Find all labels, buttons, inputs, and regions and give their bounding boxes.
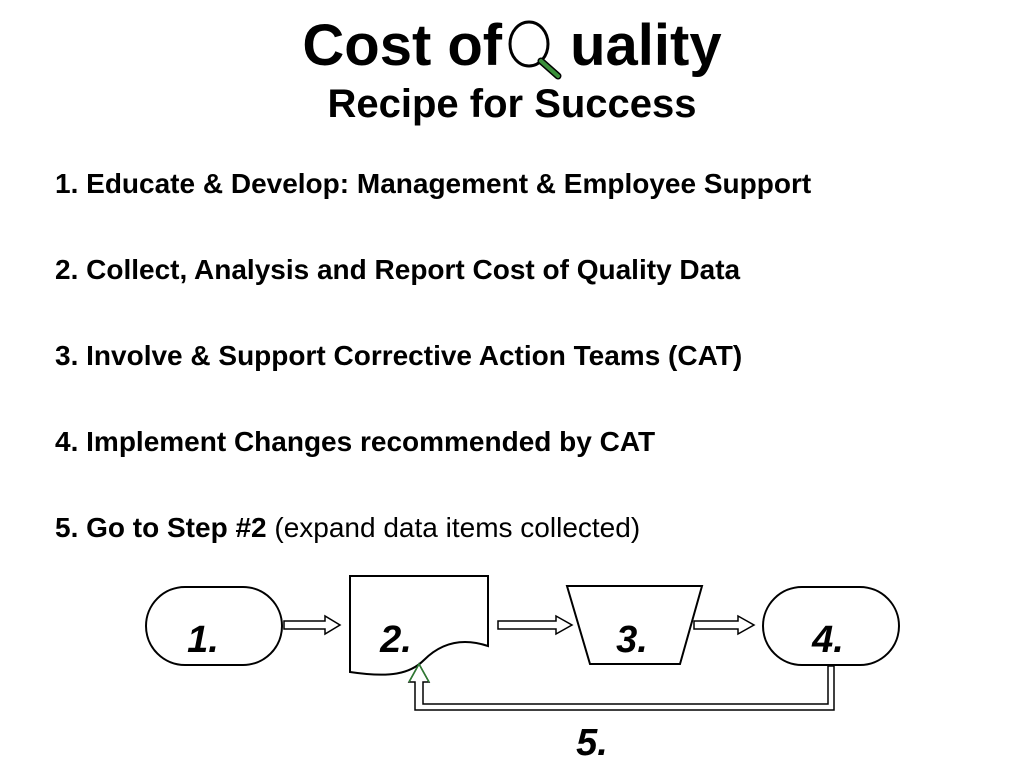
step-number: 4.: [55, 426, 79, 457]
flow-diagram: 1. 2. 3. 4. 5.: [145, 575, 900, 764]
node-1-shape: [145, 586, 283, 666]
node-3-shape: [565, 585, 704, 665]
page-subtitle: Recipe for Success: [327, 82, 697, 126]
node-3-label: 3.: [616, 619, 648, 661]
step-number: 2.: [55, 254, 79, 285]
magnifier-icon: [508, 20, 562, 80]
node-1: 1.: [145, 586, 283, 666]
step-note: (expand data items collected): [266, 512, 641, 543]
step-text: Go to Step #2: [86, 512, 267, 543]
title-text-before: Cost of: [302, 13, 503, 78]
edge-2-to-3-arrow: [497, 614, 574, 636]
step-item: 5. Go to Step #2 (expand data items coll…: [55, 512, 811, 598]
step-number: 3.: [55, 340, 79, 371]
node-1-label: 1.: [187, 619, 219, 661]
edge-5-label: 5.: [576, 722, 608, 764]
node-2: 2.: [349, 575, 489, 676]
step-text: Implement Changes recommended by CAT: [86, 426, 656, 457]
node-4-label: 4.: [811, 619, 844, 661]
node-4: 4.: [762, 586, 900, 666]
title-text-after: uality: [570, 13, 722, 78]
node-2-label: 2.: [379, 619, 412, 661]
edge-4-to-2-loop: [407, 662, 835, 711]
page-title: Cost of uality: [0, 10, 1024, 82]
step-text: Collect, Analysis and Report Cost of Qua…: [86, 254, 741, 285]
node-4-shape: [762, 586, 900, 666]
step-item: 2. Collect, Analysis and Report Cost of …: [55, 254, 811, 340]
steps-list: 1. Educate & Develop: Management & Emplo…: [55, 168, 811, 598]
step-text: Involve & Support Corrective Action Team…: [86, 340, 743, 371]
step-number: 1.: [55, 168, 79, 199]
loop-arrow-tip: [408, 662, 430, 683]
node-2-shape: [349, 575, 489, 676]
step-text: Educate & Develop: Management & Employee…: [86, 168, 812, 199]
edge-1-to-2-arrow: [283, 614, 342, 636]
step-item: 4. Implement Changes recommended by CAT: [55, 426, 811, 512]
node-3: 3.: [565, 585, 704, 665]
step-number: 5.: [55, 512, 79, 543]
step-item: 1. Educate & Develop: Management & Emplo…: [55, 168, 811, 254]
edge-3-to-4-arrow: [693, 614, 756, 636]
step-item: 3. Involve & Support Corrective Action T…: [55, 340, 811, 426]
